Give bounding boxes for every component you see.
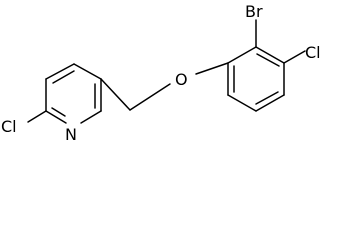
bond-c2prime-c3prime-inner (256, 53, 280, 67)
bond-c4-c5 (73, 63, 102, 80)
bond-c4prime-cl (283, 50, 306, 64)
bond-o-c1prime (195, 62, 229, 75)
methylene-ether-linker (100, 62, 229, 111)
chlorine-atom-label-phenyl: Cl (305, 43, 321, 62)
bond-c2-cl (27, 110, 47, 123)
chlorine-atom-label-pyridine: Cl (1, 117, 17, 136)
nitrogen-atom-label: N (65, 125, 77, 144)
bond-c6-n (80, 110, 102, 124)
bond-c3-c4-inner (52, 70, 75, 84)
bond-c1prime-c2prime (227, 46, 257, 64)
pyridine-ring (27, 63, 102, 124)
oxygen-atom-label: O (175, 70, 188, 89)
bond-c2prime-c3prime (255, 46, 285, 64)
chemical-structure-diagram: Cl N O Br Cl (1, 2, 321, 144)
bromine-atom-label: Br (245, 2, 263, 21)
bond-c5prime-c6prime (227, 94, 257, 112)
phenyl-ring (227, 19, 306, 112)
bond-n-c2 (45, 110, 67, 124)
bond-c3-c4 (45, 63, 75, 80)
atom-labels: Cl N O Br Cl (1, 2, 321, 144)
bond-c4prime-c5prime-inner (255, 91, 279, 105)
bond-c4prime-c5prime (255, 94, 285, 112)
bond-c5-ch2 (100, 78, 131, 111)
bond-n-c2-inner (51, 107, 66, 117)
bond-ch2-o (129, 83, 171, 111)
